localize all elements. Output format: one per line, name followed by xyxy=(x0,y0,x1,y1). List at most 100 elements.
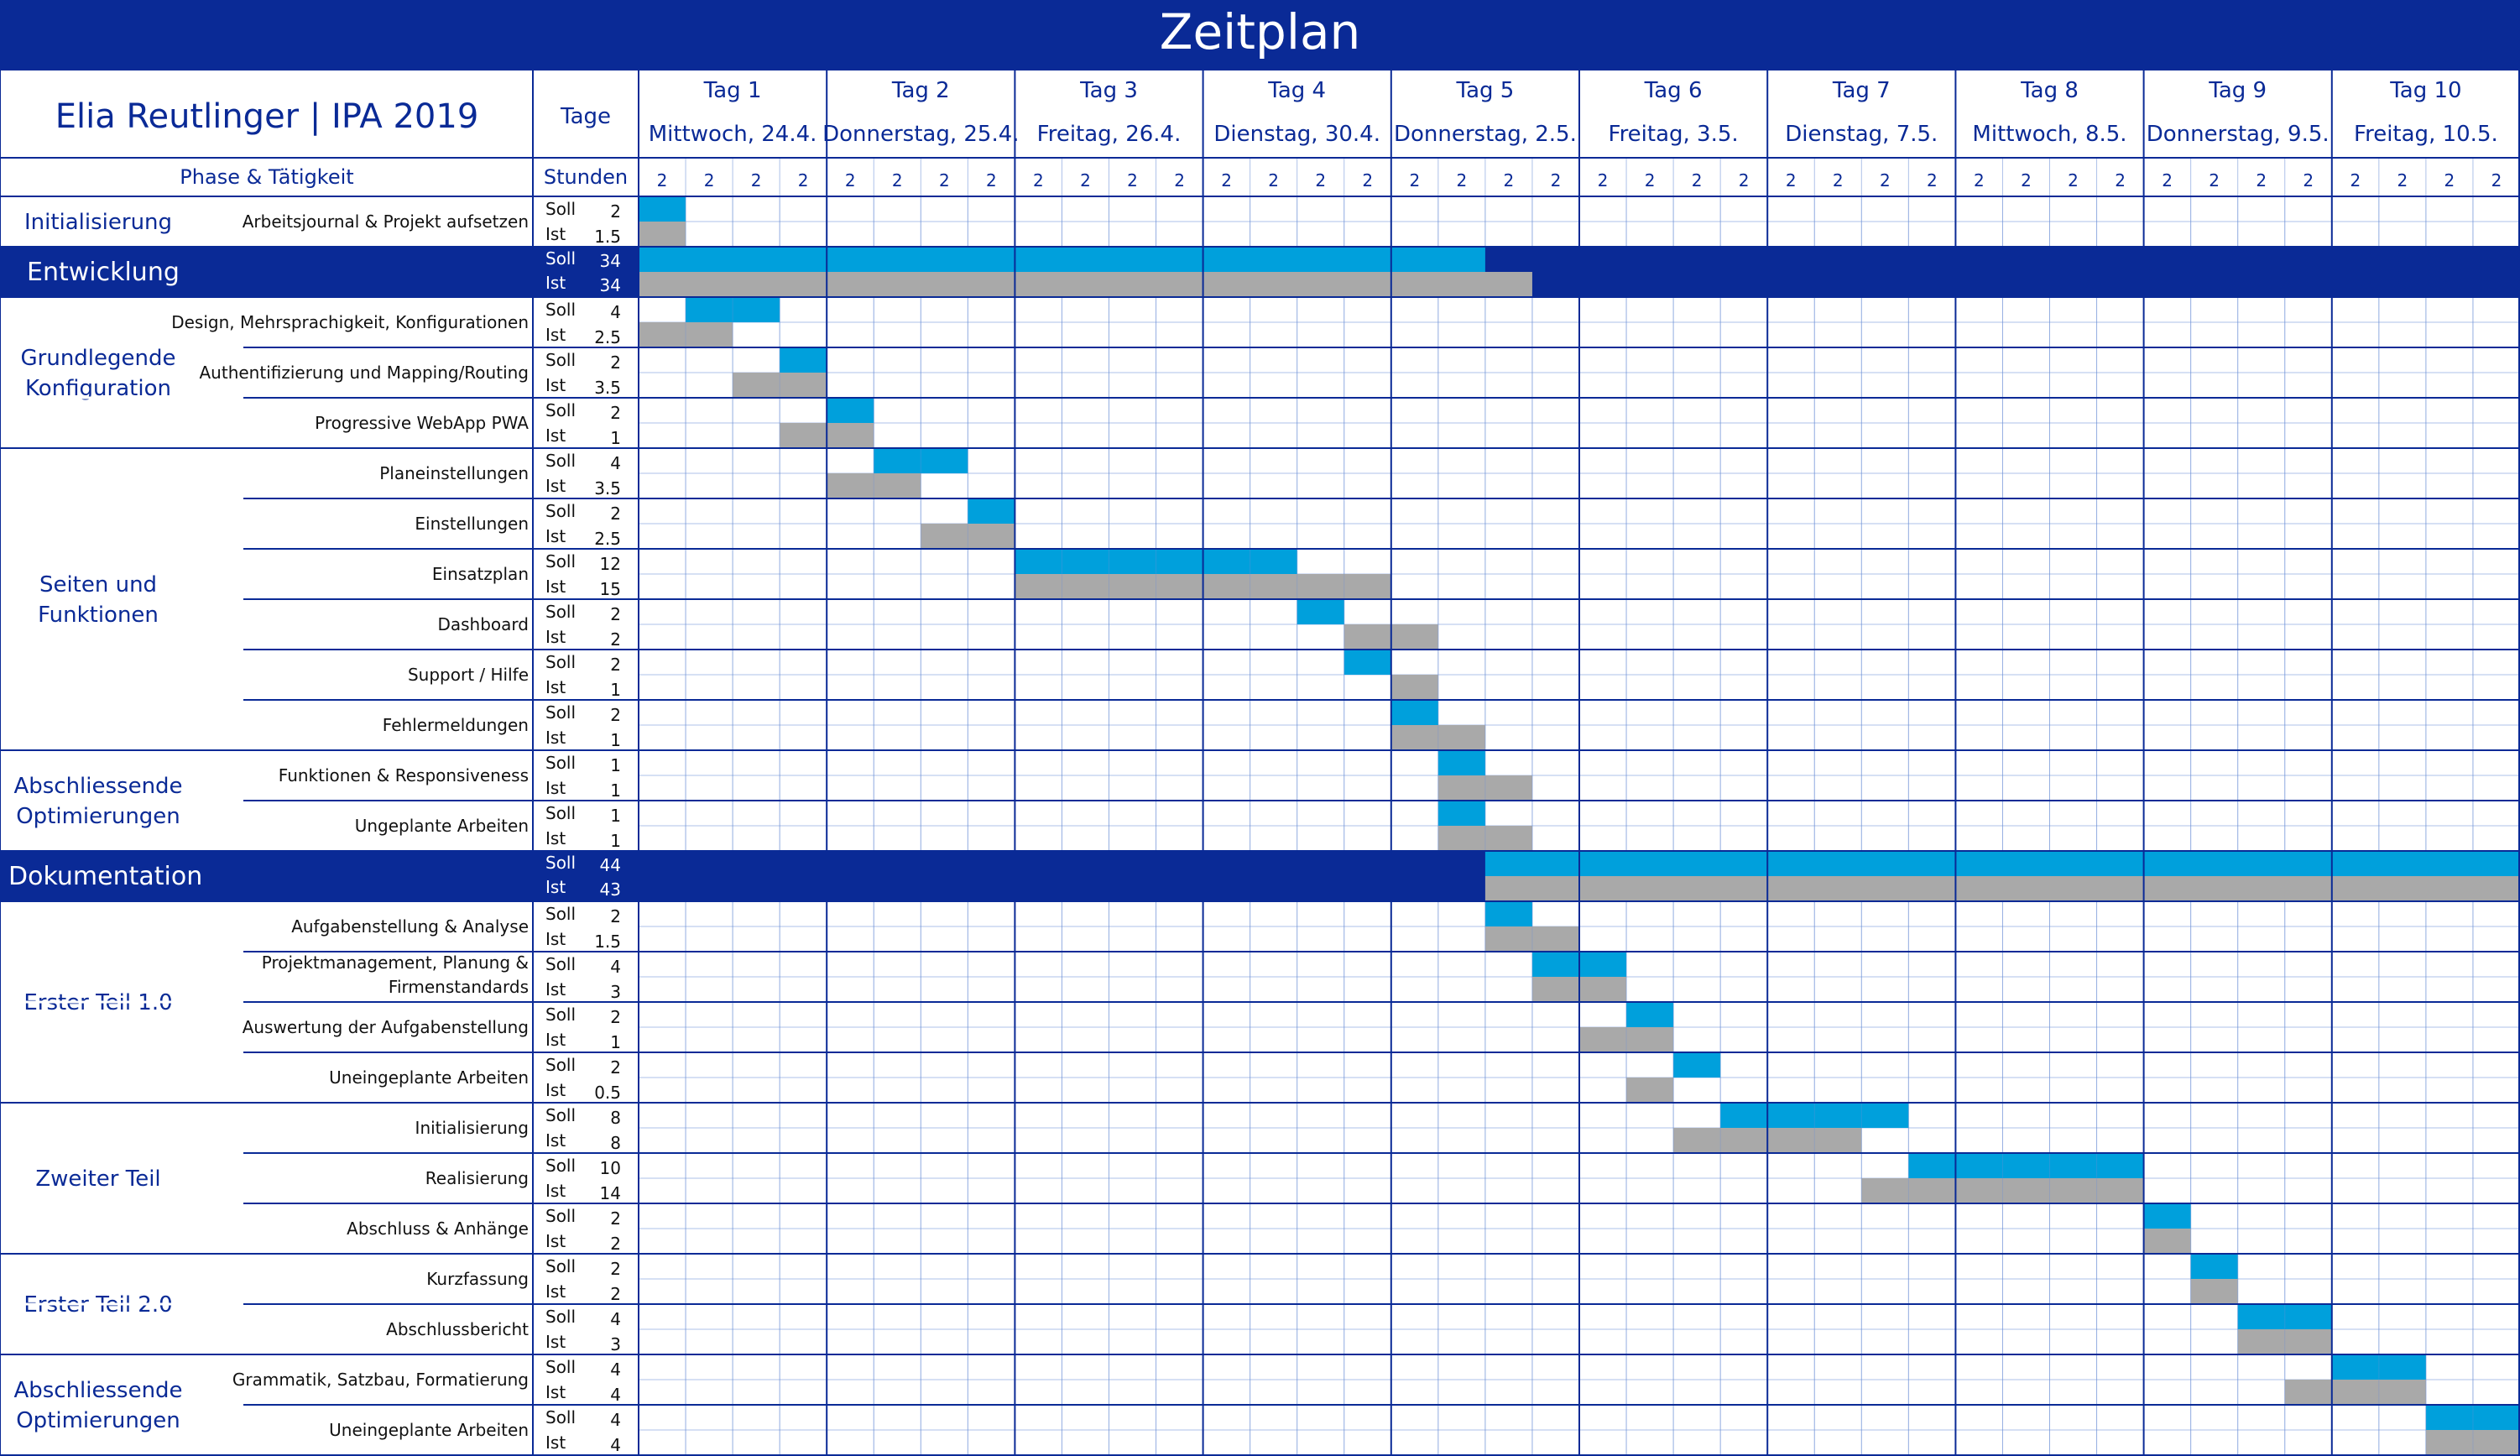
group-label-text: Zweiter Teil xyxy=(35,1166,160,1192)
hour-slot-label: 2 xyxy=(2444,170,2455,190)
hour-slot-label: 2 xyxy=(2068,170,2079,190)
soll-bar xyxy=(780,348,827,373)
soll-label: Soll xyxy=(545,400,576,420)
task-name: Realisierung xyxy=(425,1168,529,1188)
ist-label: Ist xyxy=(545,1231,566,1251)
task-row: Projektmanagement, Planung &Firmenstanda… xyxy=(262,952,621,1002)
soll-label: Soll xyxy=(545,954,576,974)
group-label: Zweiter Teil xyxy=(35,1166,160,1192)
soll-bar xyxy=(2331,1355,2426,1380)
ist-label: Ist xyxy=(545,728,566,748)
hour-slot-label: 2 xyxy=(1127,170,1138,190)
soll-label: Soll xyxy=(545,602,576,622)
hour-slot-label: 2 xyxy=(2162,170,2173,190)
task-name: Support / Hilfe xyxy=(408,665,529,685)
day-tag: Tag 10 xyxy=(2389,78,2461,103)
ist-bar xyxy=(1626,1078,1674,1102)
soll-bar xyxy=(639,197,686,222)
ist-hours: 2 xyxy=(610,1234,621,1254)
group-label-text: Initialisierung xyxy=(24,210,172,235)
soll-label: Soll xyxy=(545,803,576,823)
ist-bar xyxy=(1861,1178,2144,1203)
soll-bar xyxy=(1015,550,1297,574)
ist-hours: 4 xyxy=(610,1435,621,1455)
ist-hours: 1 xyxy=(610,831,621,851)
soll-label: Soll xyxy=(545,501,576,521)
soll-bar xyxy=(1437,751,1485,775)
ist-bar xyxy=(2284,1380,2426,1404)
hour-slot-label: 2 xyxy=(1739,170,1750,190)
day-date: Mittwoch, 8.5. xyxy=(1972,122,2126,147)
soll-hours: 2 xyxy=(610,1057,621,1078)
soll-label: Soll xyxy=(545,1357,576,1377)
task-name: Grammatik, Satzbau, Formatierung xyxy=(232,1370,529,1390)
soll-label: Soll xyxy=(545,1407,576,1427)
hour-slot-label: 2 xyxy=(1409,170,1420,190)
ist-label: Ist xyxy=(545,425,566,446)
task-name: Authentifizierung und Mapping/Routing xyxy=(200,363,530,383)
task-name: Projektmanagement, Planung &Firmenstanda… xyxy=(262,952,529,997)
ist-hours: 3.5 xyxy=(594,378,621,398)
day-date: Freitag, 3.5. xyxy=(1609,122,1739,147)
day-tag: Tag 3 xyxy=(1079,78,1138,103)
group-label-line: Initialisierung xyxy=(24,210,172,235)
ist-hours: 0.5 xyxy=(594,1083,621,1103)
hour-slot-label: 2 xyxy=(2350,170,2361,190)
day-tag: Tag 1 xyxy=(703,78,762,103)
ist-bar xyxy=(2237,1329,2332,1354)
soll-hours: 1 xyxy=(610,755,621,775)
soll-hours: 8 xyxy=(610,1108,621,1128)
ist-label: Ist xyxy=(545,273,566,293)
ist-label: Ist xyxy=(545,476,566,496)
soll-label: Soll xyxy=(545,1005,576,1025)
soll-bar xyxy=(1484,852,2520,876)
ist-label: Ist xyxy=(545,577,566,597)
task-name: Fehlermeldungen xyxy=(383,715,529,735)
ist-hours: 1 xyxy=(610,1032,621,1052)
ist-label: Ist xyxy=(545,526,566,546)
soll-hours: 4 xyxy=(610,1410,621,1430)
soll-hours: 2 xyxy=(610,352,621,373)
day-tag: Tag 7 xyxy=(1832,78,1891,103)
hour-slot-label: 2 xyxy=(1457,170,1468,190)
hour-slot-label: 2 xyxy=(1504,170,1515,190)
ist-hours: 43 xyxy=(600,879,621,900)
soll-bar xyxy=(2143,1204,2191,1229)
hour-slot-label: 2 xyxy=(2491,170,2502,190)
ist-label: Ist xyxy=(545,325,566,345)
soll-bar xyxy=(1437,801,1485,826)
task-name: Design, Mehrsprachigkeit, Konfiguratione… xyxy=(171,312,529,332)
phase-label: Phase & Tätigkeit xyxy=(180,165,353,189)
ist-label: Ist xyxy=(545,1181,566,1201)
day-date: Dienstag, 30.4. xyxy=(1213,122,1380,147)
hour-slot-label: 2 xyxy=(1080,170,1091,190)
task-name: Einstellungen xyxy=(415,514,529,534)
day-tag: Tag 8 xyxy=(2020,78,2079,103)
soll-label: Soll xyxy=(545,248,576,269)
ist-label: Ist xyxy=(545,1332,566,1352)
group-label-line: Abschliessende xyxy=(13,1378,182,1403)
task-name-line: Firmenstandards xyxy=(389,977,529,997)
group-label-line: Zweiter Teil xyxy=(35,1166,160,1192)
ist-bar xyxy=(1390,725,1485,749)
task-name: Arbeitsjournal & Projekt aufsetzen xyxy=(243,211,529,232)
hour-slot-label: 2 xyxy=(939,170,950,190)
soll-label: Soll xyxy=(545,1105,576,1125)
task-name: Funktionen & Responsiveness xyxy=(279,765,529,785)
soll-hours: 44 xyxy=(600,855,621,875)
soll-bar xyxy=(1626,1003,1674,1027)
hour-slot-label: 2 xyxy=(1551,170,1562,190)
soll-hours: 2 xyxy=(610,1007,621,1027)
soll-bar xyxy=(1390,701,1438,725)
hour-slot-label: 2 xyxy=(845,170,856,190)
ist-bar xyxy=(1484,926,1579,951)
